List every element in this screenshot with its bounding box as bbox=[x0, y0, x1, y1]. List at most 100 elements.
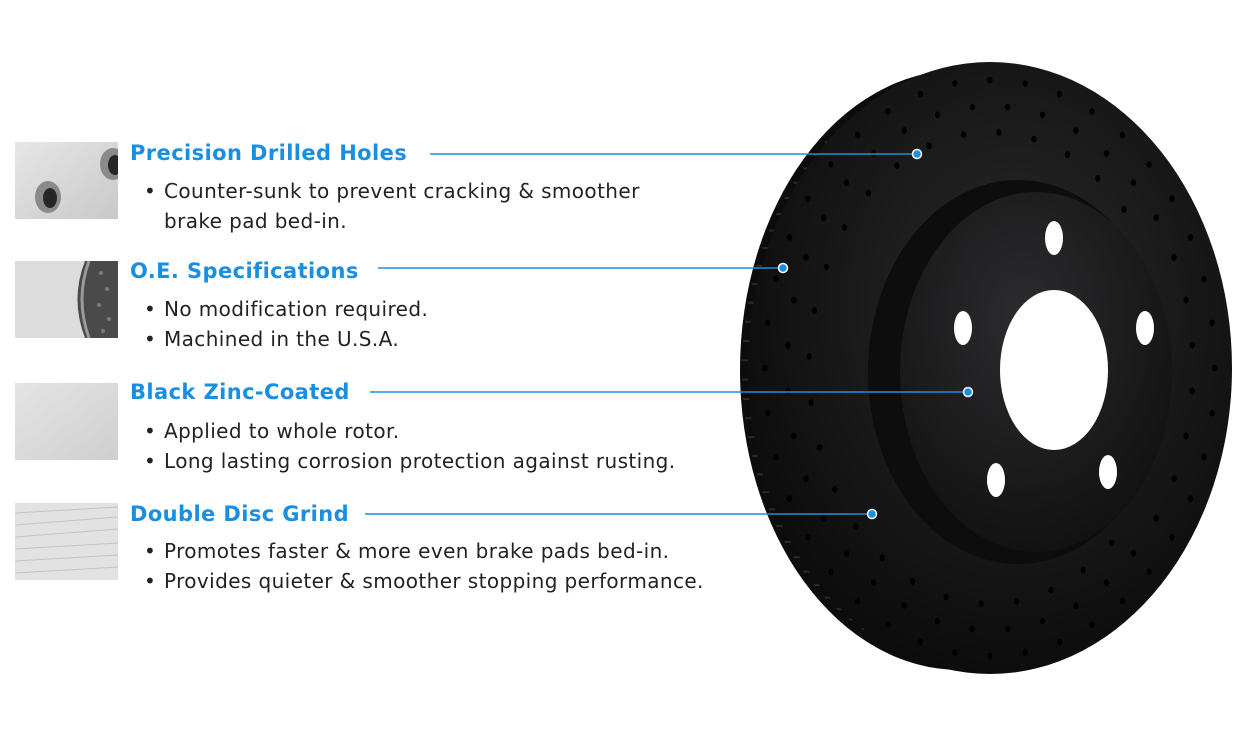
drill-hole bbox=[786, 495, 793, 503]
drill-hole bbox=[1187, 495, 1194, 503]
drill-hole bbox=[805, 195, 811, 203]
drill-hole bbox=[853, 523, 859, 530]
drill-hole bbox=[1109, 539, 1115, 547]
drill-hole bbox=[1169, 195, 1175, 203]
bullet-icon: • bbox=[144, 327, 157, 351]
drill-hole bbox=[960, 131, 967, 139]
drill-hole bbox=[828, 161, 834, 168]
drill-hole bbox=[855, 131, 861, 139]
bullet-icon: • bbox=[144, 449, 157, 473]
drill-hole bbox=[969, 625, 975, 633]
bullet-icon: • bbox=[144, 539, 157, 563]
drill-hole bbox=[1189, 341, 1195, 349]
drill-hole bbox=[1073, 602, 1079, 609]
drill-hole bbox=[1183, 296, 1189, 304]
drill-hole bbox=[1209, 319, 1215, 327]
drill-hole bbox=[926, 142, 932, 150]
drill-hole bbox=[803, 475, 809, 483]
list-item: • Promotes faster & more even brake pads… bbox=[144, 536, 704, 566]
drill-hole bbox=[1056, 90, 1063, 98]
rotor-edge-thumbnail bbox=[15, 261, 118, 338]
drill-hole bbox=[978, 600, 984, 608]
disc-grind-thumbnail bbox=[15, 503, 118, 580]
drill-hole bbox=[952, 649, 958, 656]
drill-hole bbox=[917, 90, 924, 98]
feature-title-oe-specs: O.E. Specifications bbox=[130, 259, 359, 283]
drill-hole bbox=[773, 453, 779, 461]
callout-dot-disc-grind bbox=[866, 508, 878, 520]
drill-hole bbox=[1212, 364, 1218, 372]
drill-hole bbox=[1022, 80, 1028, 87]
drill-hole bbox=[843, 549, 850, 557]
drill-hole bbox=[1187, 233, 1194, 241]
drill-hole bbox=[773, 275, 779, 283]
drill-hole bbox=[1005, 625, 1011, 633]
drill-hole bbox=[871, 579, 877, 586]
list-item: • Machined in the U.S.A. bbox=[144, 324, 428, 354]
drill-hole bbox=[806, 353, 812, 360]
drill-hole bbox=[828, 568, 834, 575]
bullet-icon: • bbox=[144, 419, 157, 443]
drill-hole bbox=[894, 162, 900, 170]
list-item: • No modification required. bbox=[144, 294, 428, 324]
drill-hole bbox=[1146, 568, 1152, 575]
drilled-holes-thumbnail bbox=[15, 142, 118, 219]
drill-hole bbox=[832, 485, 838, 493]
drill-hole bbox=[791, 432, 797, 440]
drill-hole bbox=[1080, 567, 1086, 574]
feature-bullets-disc-grind: • Promotes faster & more even brake pads… bbox=[144, 536, 704, 596]
drill-hole bbox=[879, 554, 885, 561]
drill-hole bbox=[843, 179, 850, 187]
drill-hole bbox=[917, 638, 924, 646]
drill-hole bbox=[808, 399, 814, 406]
feature-bullets-zinc-coated: • Applied to whole rotor. • Long lasting… bbox=[144, 416, 676, 476]
drill-hole bbox=[1056, 638, 1063, 646]
drill-hole bbox=[842, 224, 848, 231]
drill-hole bbox=[901, 127, 907, 134]
drill-hole bbox=[1169, 533, 1175, 541]
callout-dot-zinc-coated bbox=[962, 386, 974, 398]
drill-hole bbox=[865, 189, 872, 197]
drill-hole bbox=[1183, 432, 1189, 440]
drill-hole bbox=[901, 602, 907, 609]
drill-hole bbox=[934, 617, 941, 625]
list-item: • Provides quieter & smoother stopping p… bbox=[144, 566, 704, 596]
bullet-icon: • bbox=[144, 569, 157, 593]
drill-hole bbox=[1048, 586, 1054, 594]
drill-hole bbox=[1121, 206, 1127, 213]
feature-title-zinc-coated: Black Zinc-Coated bbox=[130, 380, 350, 404]
drill-hole bbox=[943, 593, 949, 601]
drill-hole bbox=[1103, 579, 1109, 586]
drill-hole bbox=[996, 128, 1002, 136]
drill-hole bbox=[1095, 175, 1101, 182]
drill-hole bbox=[1201, 275, 1207, 283]
drill-hole bbox=[1189, 387, 1195, 395]
drill-hole bbox=[811, 307, 818, 315]
list-item: • Long lasting corrosion protection agai… bbox=[144, 446, 676, 476]
drill-hole bbox=[1031, 135, 1037, 143]
drill-hole bbox=[1064, 151, 1070, 159]
list-item: • Counter-sunk to prevent cracking & smo… bbox=[144, 176, 640, 236]
drill-hole bbox=[765, 409, 771, 417]
drill-hole bbox=[1089, 108, 1095, 115]
bullet-icon: • bbox=[144, 179, 157, 203]
drill-hole bbox=[765, 319, 771, 327]
feature-bullets-oe-specs: • No modification required. • Machined i… bbox=[144, 294, 428, 354]
drill-hole bbox=[910, 577, 916, 585]
drill-hole bbox=[934, 111, 941, 119]
zinc-coating-thumbnail bbox=[15, 383, 118, 460]
drill-hole bbox=[987, 652, 993, 660]
drill-hole bbox=[1146, 161, 1152, 168]
drill-hole bbox=[1130, 549, 1137, 557]
drill-hole bbox=[855, 597, 861, 605]
list-item: • Applied to whole rotor. bbox=[144, 416, 676, 446]
callout-dot-drilled-holes bbox=[911, 148, 923, 160]
bullet-icon: • bbox=[144, 297, 157, 321]
drill-hole bbox=[1039, 111, 1046, 119]
drill-hole bbox=[1130, 179, 1137, 187]
drill-hole bbox=[1153, 214, 1159, 222]
drill-hole bbox=[1014, 598, 1020, 605]
drill-hole bbox=[823, 263, 830, 271]
